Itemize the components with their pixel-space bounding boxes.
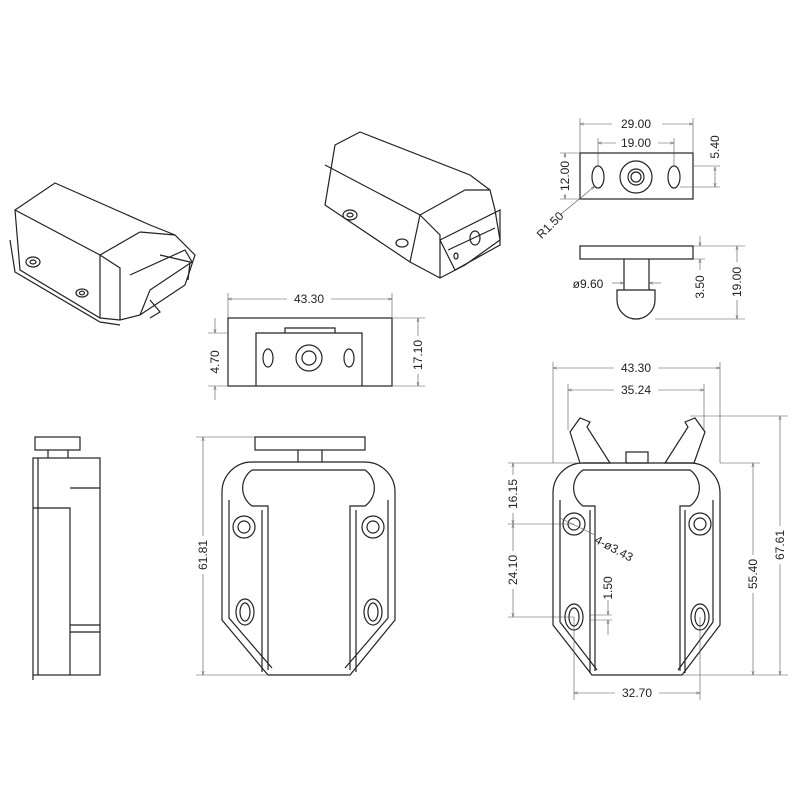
dim-front-height: 61.81 [196,540,210,570]
front-view: 61.81 [196,436,396,676]
dim-slot-spacing: 19.00 [621,136,651,150]
dim-pin-diameter: ø9.60 [573,277,604,291]
dim-body-height: 55.40 [746,559,760,589]
plate-view: 29.00 19.00 5.40 12.00 R1.50 [534,117,722,241]
dim-overall-width: 43.30 [621,361,651,375]
dim-top-width: 43.30 [294,292,324,306]
isometric-view-middle [324,131,501,279]
dim-holes: 4-ø3.43 [592,533,635,565]
dim-arm-span: 35.24 [621,383,651,397]
dim-overall-height: 67.61 [773,530,787,560]
dim-slot-length: 5.40 [708,135,722,159]
dim-depth: 17.10 [411,340,425,370]
dim-plate-thickness: 3.50 [693,275,707,299]
dim-hole-spacing-horizontal: 32.70 [622,686,652,700]
dimensioned-view: 43.30 35.24 67.61 55.40 16.15 24.10 1.50… [506,361,788,700]
dim-plate-width: 29.00 [621,117,651,131]
pin-view: 3.50 19.00 ø9.60 [573,236,745,320]
dim-plate-height: 12.00 [558,161,572,191]
isometric-view-left [9,182,196,326]
dim-pin-height: 19.00 [730,267,744,297]
top-view: 43.30 4.70 17.10 [208,292,425,400]
dim-slot-offset: 1.50 [601,576,615,600]
dim-hole-offset-top: 16.15 [506,479,520,509]
dim-step-height: 4.70 [208,350,222,374]
dim-hole-spacing-vertical: 24.10 [506,555,520,585]
side-view [32,436,101,680]
